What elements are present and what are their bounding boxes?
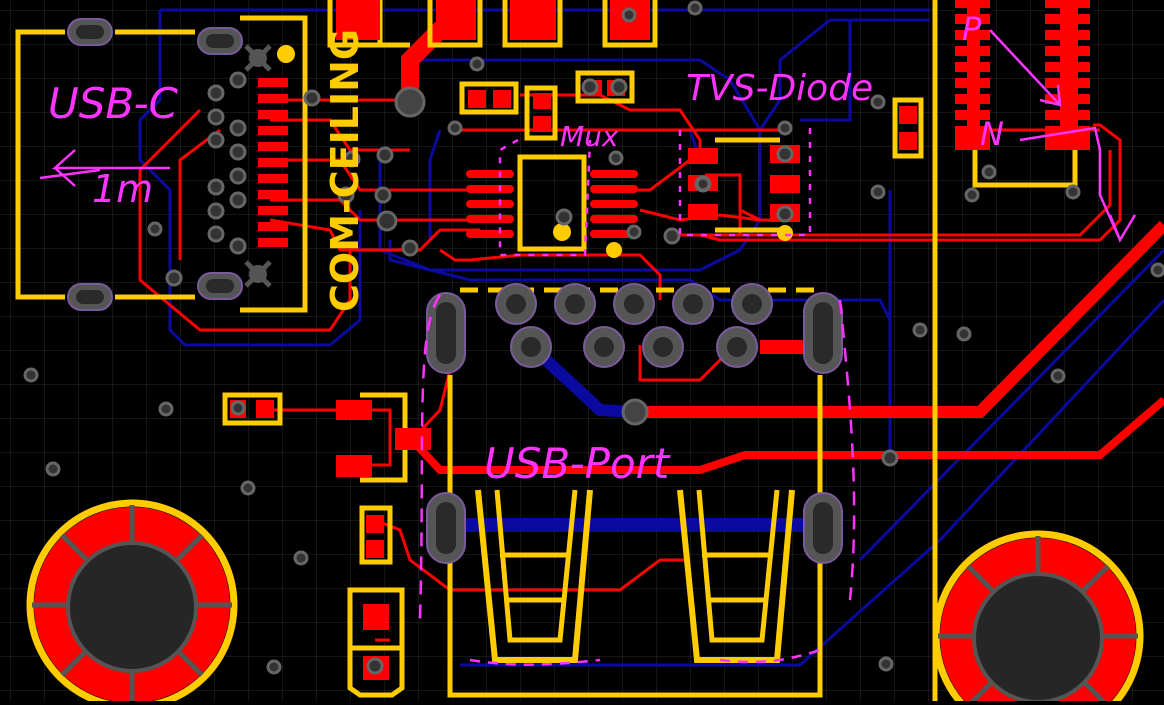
hand-annotations: USB-C 1m Mux TVS-Diode USB-Port P N [48, 10, 1004, 488]
mounting-hole-left [32, 505, 232, 705]
board-silkscreen-label: COM-CEILING [323, 29, 367, 312]
p-arrow [989, 29, 1062, 107]
mounting-hole-right [938, 536, 1138, 705]
slot-cores [76, 25, 833, 554]
fine-pitch-rungs [955, 8, 1093, 126]
annotation-p: P [962, 10, 982, 48]
vias [23, 0, 1164, 675]
annotation-strokes [39, 29, 1137, 666]
annotation-cable-length: 1m [92, 167, 153, 211]
through-hole-drills [506, 294, 762, 357]
usb-c-shield-vias [249, 49, 267, 283]
annotation-usb-port: USB-Port [484, 439, 671, 488]
annotation-mux: Mux [560, 120, 619, 153]
annotation-n: N [980, 115, 1004, 153]
annotation-tvs-diode: TVS-Diode [686, 68, 873, 109]
n-arrow [1019, 126, 1137, 243]
cable-arrow [51, 149, 170, 187]
silkscreen-pin1-markers [277, 45, 793, 258]
annotation-usb-c: USB-C [48, 79, 179, 128]
